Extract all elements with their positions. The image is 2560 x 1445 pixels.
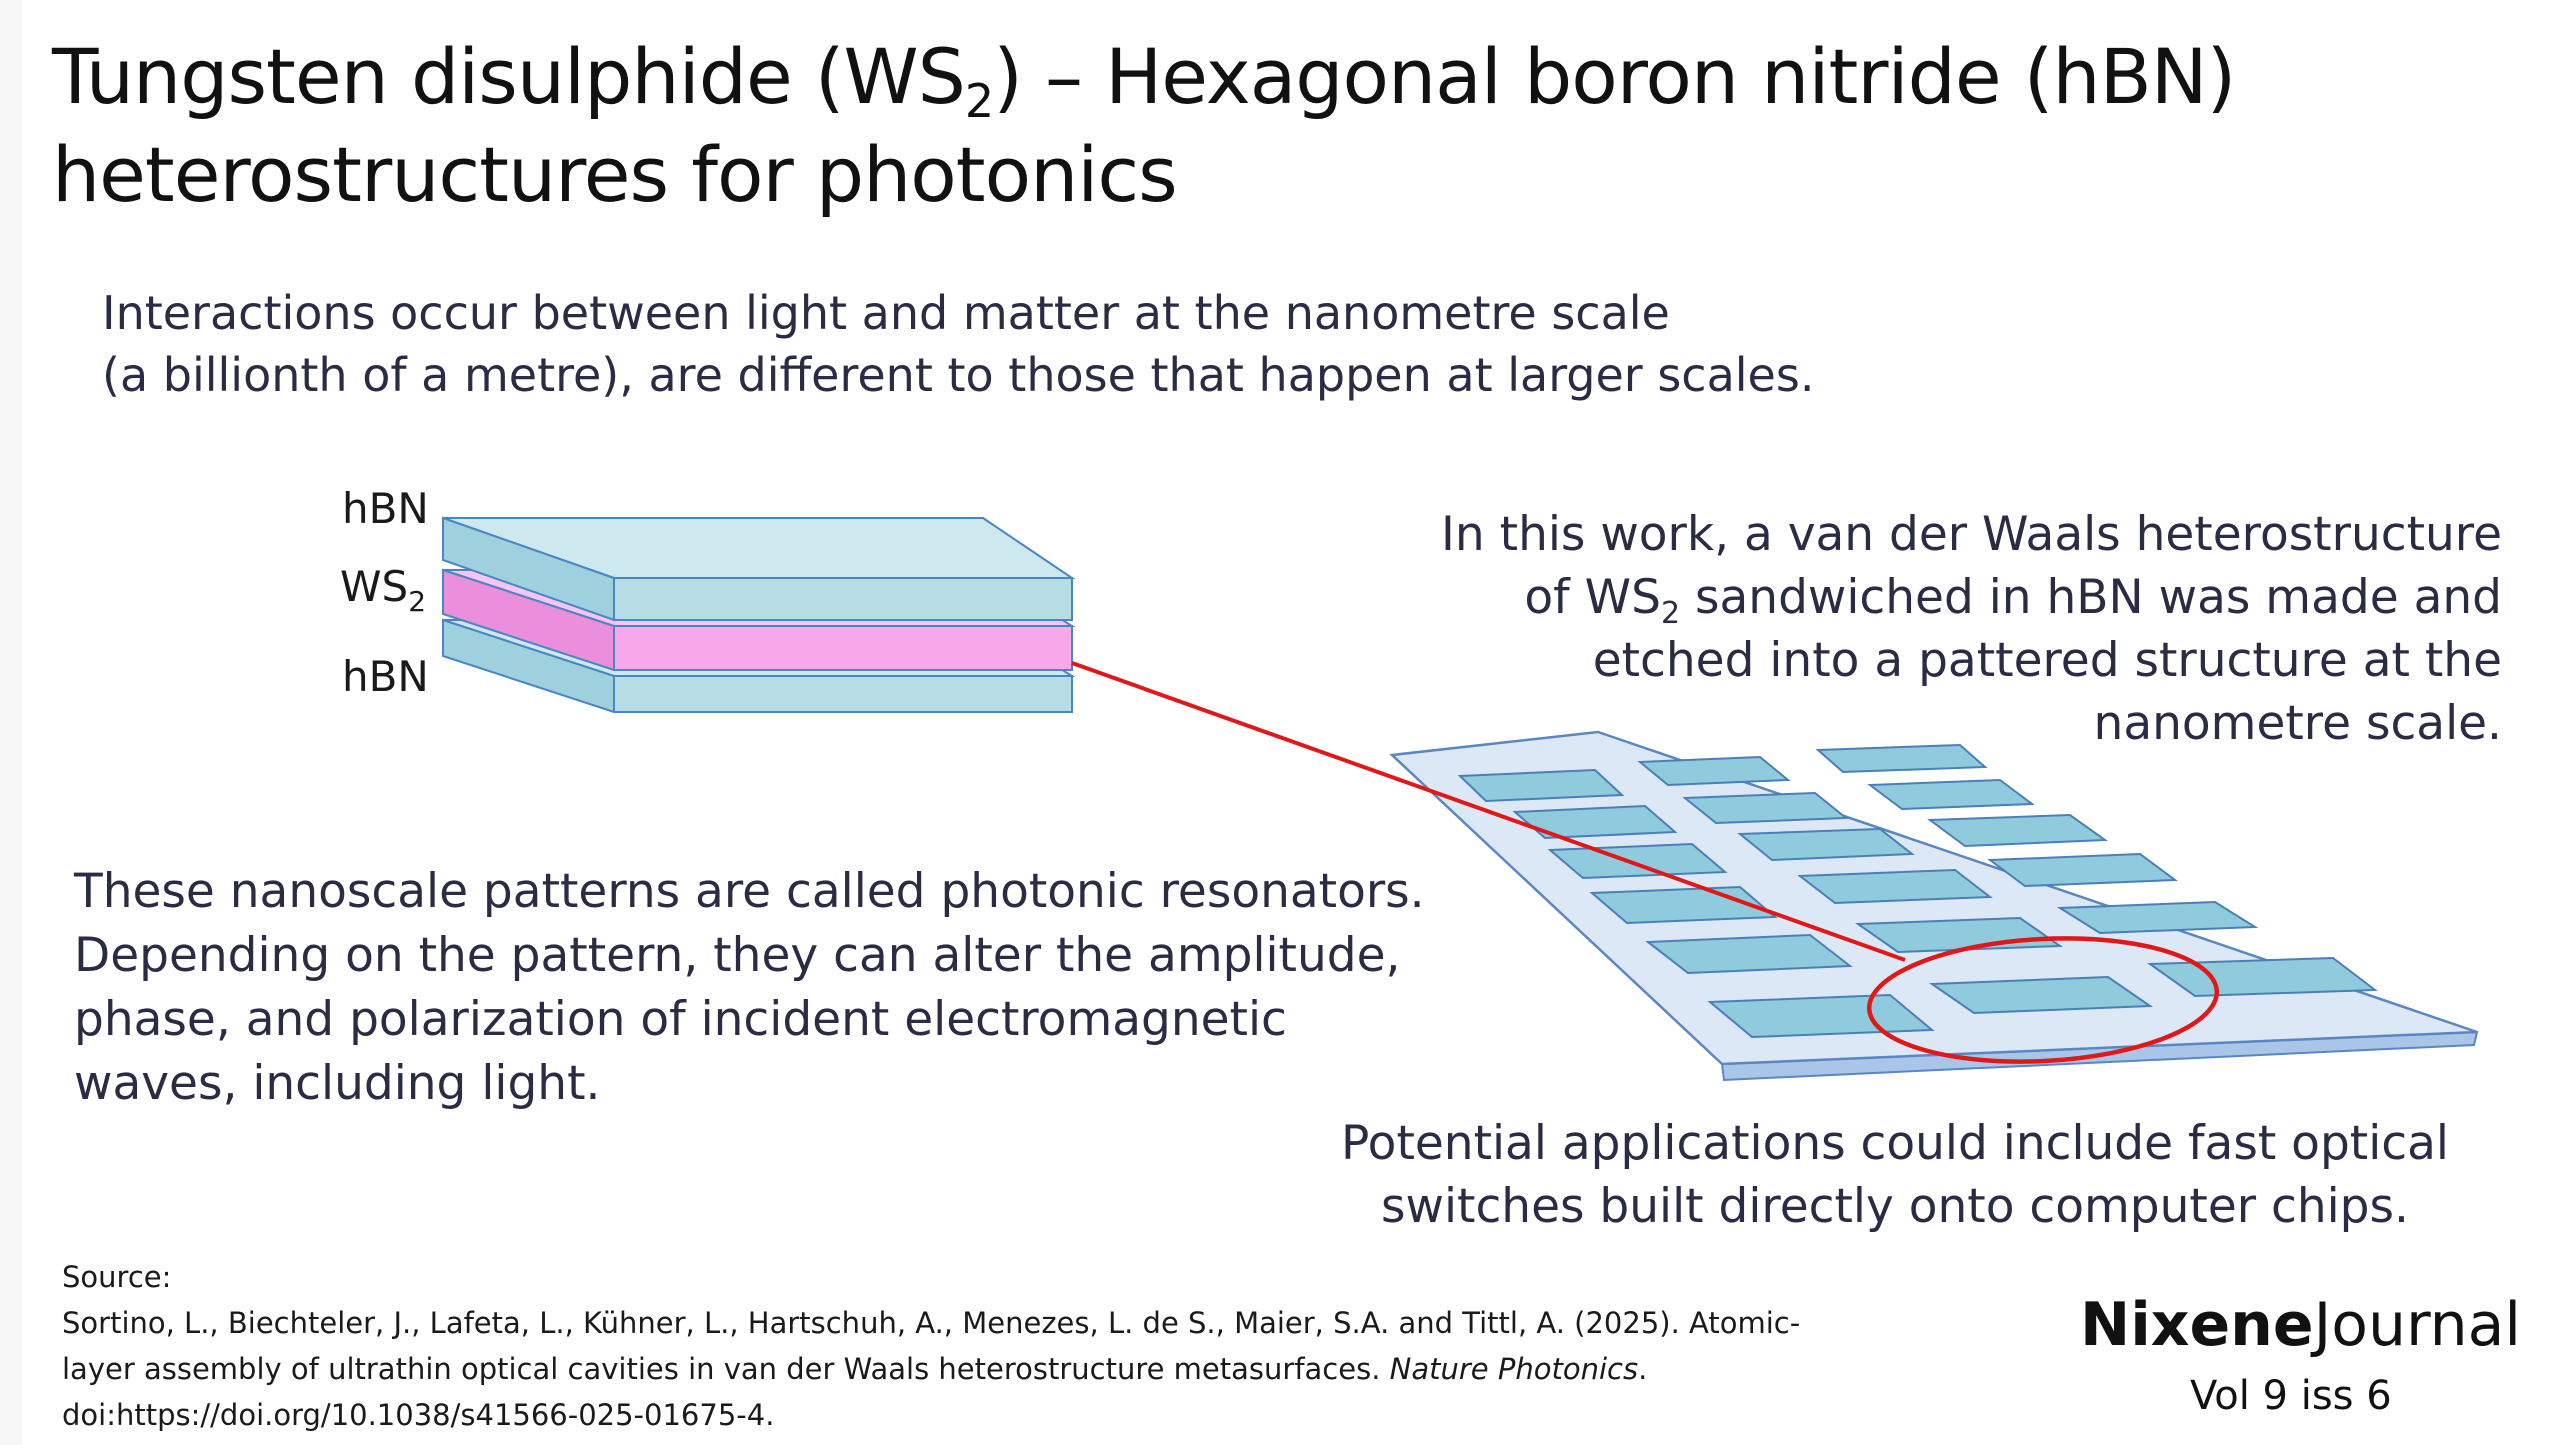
res-line4: waves, including light. [74,1056,601,1111]
resonator-pad [1815,743,1988,774]
volume-issue: Vol 9 iss 6 [2190,1373,2392,1419]
label-hbn-top: hBN [342,484,429,533]
resonator-pad [1457,768,1625,803]
ws2-front [613,625,1073,671]
resonator-pad [1797,868,1993,905]
right-line2: of WS2 sandwiched in hBN was made and [1340,566,2502,629]
label-hbn-bottom: hBN [342,652,429,701]
res-line3: phase, and polarization of incident elec… [74,992,1287,1047]
resonator-pad [1512,804,1678,840]
resonator-pad [1645,933,1853,975]
brand-bold: Nixene [2080,1290,2314,1360]
intro-line1: Interactions occur between light and mat… [102,286,1670,340]
resonator-pad [1637,755,1791,787]
layer-stack [442,516,1076,714]
intro-paragraph: Interactions occur between light and mat… [102,282,2002,406]
label-ws2-text: WS [340,562,409,611]
label-ws2-subscript: 2 [408,585,427,618]
resonator-pad [1927,813,2108,848]
resonator-pad [1547,842,1728,880]
source-line2a: layer assembly of ultrathin optical cavi… [62,1352,1390,1386]
page-title: Tungsten disulphide (WS2) – Hexagonal bo… [52,28,2352,224]
highlight-ellipse [1866,936,2220,1064]
hbn-bottom-front [613,675,1073,713]
resonator-pad [2147,956,2378,998]
resonator-pad [1682,791,1849,825]
source-journal: Nature Photonics [1389,1352,1639,1386]
resonator-pad [1867,778,2035,811]
resonator-pad [1707,993,1935,1039]
source-label: Source: [62,1260,172,1294]
connector-line [1071,661,1906,962]
source-line1: Sortino, L., Biechteler, J., Lafeta, L.,… [62,1306,1801,1340]
van-der-waals-paragraph: In this work, a van der Waals heterostru… [1340,503,2502,755]
resonator-pad [1737,827,1915,862]
hbn-top-front [613,577,1073,621]
applications-paragraph: Potential applications could include fas… [1290,1112,2500,1238]
app-line2: switches built directly onto computer ch… [1381,1179,2409,1234]
label-ws2: WS2 [340,562,426,616]
res-line2: Depending on the pattern, they can alter… [74,928,1401,983]
title-part2: ) – Hexagonal boron nitride (hBN) [993,32,2236,121]
right-line2a: of WS [1524,570,1661,625]
source-line2: layer assembly of ultrathin optical cavi… [62,1346,1822,1392]
app-line1: Potential applications could include fas… [1341,1116,2449,1171]
right-line2-subscript: 2 [1660,596,1681,631]
left-margin-strip [0,0,22,1445]
right-line1: In this work, a van der Waals heterostru… [1441,507,2502,562]
brand-logo: NixeneJournal [2080,1290,2560,1360]
right-line2b: sandwiched in hBN was made and [1680,570,2502,625]
right-line4: nanometre scale. [2093,696,2502,751]
intro-line2: (a billionth of a metre), are different … [102,348,1815,402]
source-citation: Source: Sortino, L., Biechteler, J., Laf… [62,1254,1822,1438]
title-part1: Tungsten disulphide (WS [52,32,966,121]
source-line2b: . [1638,1352,1648,1386]
title-line2: heterostructures for photonics [52,130,1178,219]
res-line1: These nanoscale patterns are called phot… [74,864,1425,919]
resonator-pad [1928,975,2154,1015]
resonator-pad [1987,852,2178,888]
resonators-paragraph: These nanoscale patterns are called phot… [74,860,1534,1116]
title-subscript: 2 [964,74,994,128]
right-line3: etched into a pattered structure at the [1592,633,2502,688]
resonator-pad [2056,900,2259,935]
brand-regular: Journal [2313,1290,2522,1360]
source-doi: doi:https://doi.org/10.1038/s41566-025-0… [62,1398,775,1432]
